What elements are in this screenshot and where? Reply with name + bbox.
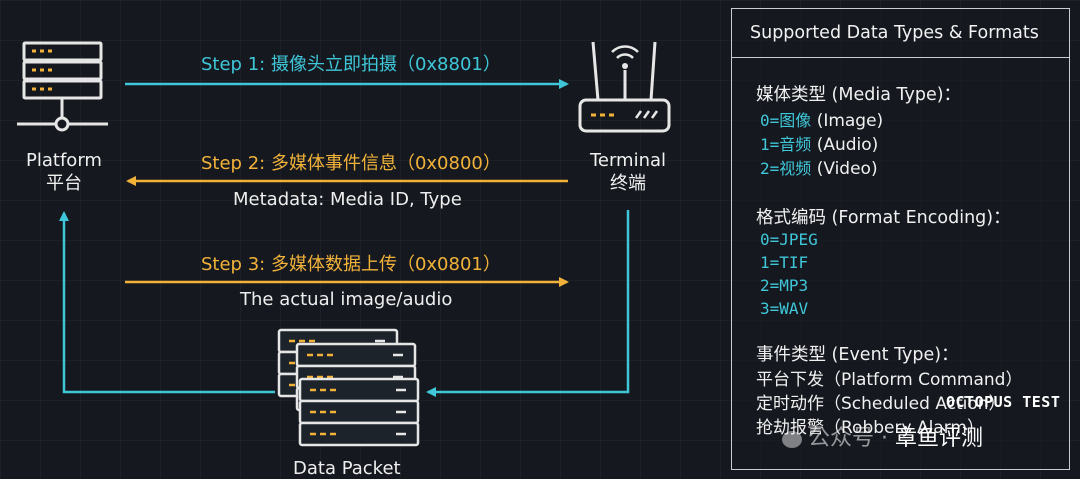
platform-name-cn: 平台 (46, 173, 82, 194)
media-type-heading: 媒体类型 (Media Type)： (756, 85, 962, 105)
media-type-item: 2=视频 (Video) (760, 155, 878, 179)
media-code: 2=视频 (760, 159, 812, 178)
format-item: 0=JPEG (760, 230, 818, 249)
data-packet-icon (277, 328, 420, 447)
data-types-panel: Supported Data Types & Formats 媒体类型 (Med… (731, 8, 1070, 470)
event-item: 抢劫报警（Robbery Alarm） (756, 418, 984, 438)
media-type-item: 1=音频 (Audio) (760, 131, 878, 155)
step2-sublabel: Metadata: Media ID, Type (233, 189, 462, 210)
terminal-label: Terminal 终端 (580, 149, 676, 195)
media-type-item: 0=图像 (Image) (760, 107, 883, 131)
platform-label: Platform 平台 (20, 149, 108, 195)
media-desc: (Image) (816, 111, 884, 131)
event-heading: 事件类型 (Event Type)： (756, 345, 959, 365)
watermark-wechat: 公众号 · 章鱼评测 (782, 420, 983, 452)
server-icon (17, 41, 108, 132)
step3-sublabel: The actual image/audio (240, 289, 453, 310)
packet-to-platform-connector (59, 211, 275, 394)
step1-label: Step 1: 摄像头立即拍摄（0x8801） (201, 50, 501, 76)
watermark-prefix: 公众号 · (808, 426, 895, 451)
format-item: 2=MP3 (760, 276, 809, 295)
terminal-name-en: Terminal (589, 150, 667, 171)
router-icon (578, 41, 671, 133)
event-item: 平台下发（Platform Command） (756, 370, 1023, 390)
platform-name-en: Platform (26, 150, 102, 171)
media-code: 1=音频 (760, 135, 812, 154)
panel-title: Supported Data Types & Formats (732, 9, 1069, 58)
format-item: 1=TIF (760, 253, 809, 272)
watermark-brand-en: OCTOPUS TEST (946, 393, 1061, 411)
terminal-name-cn: 终端 (610, 173, 646, 194)
format-heading: 格式编码 (Format Encoding)： (756, 208, 1011, 228)
format-item: 3=WAV (760, 299, 809, 318)
watermark-brand-cn: 章鱼评测 (894, 426, 983, 451)
data-packet-label: Data Packet (293, 458, 401, 479)
step2-label: Step 2: 多媒体事件信息（0x0800） (201, 153, 501, 174)
media-desc: (Video) (816, 159, 878, 179)
event-item: 定时动作（Scheduled Action） (756, 394, 1006, 414)
step1-text: Step 1: 摄像头立即拍摄（0x8801） (201, 54, 501, 75)
terminal-to-packet-connector (426, 210, 630, 397)
wechat-icon (782, 430, 802, 448)
media-code: 0=图像 (760, 111, 812, 130)
media-desc: (Audio) (816, 135, 879, 155)
step3-label: Step 3: 多媒体数据上传（0x0801） (201, 254, 501, 275)
